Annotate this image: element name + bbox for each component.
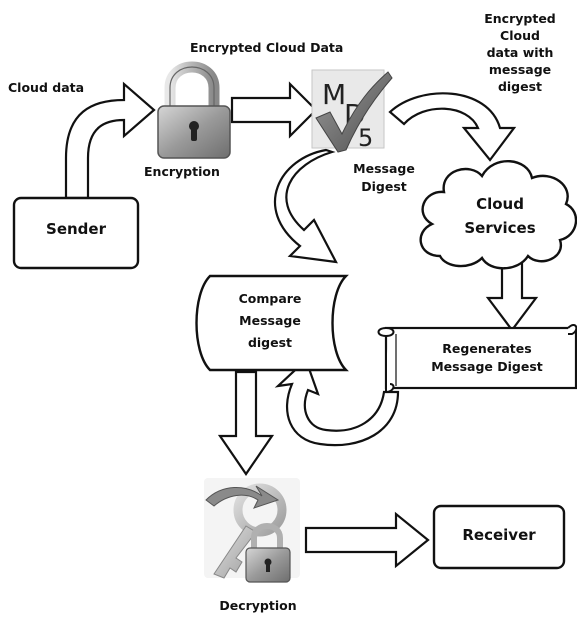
arrow-encryption-to-md5 bbox=[230, 81, 318, 139]
label-line: Digest bbox=[361, 179, 407, 194]
label-line: Cloud bbox=[500, 28, 540, 43]
label-line: digest bbox=[247, 335, 293, 350]
md5-checkmark-icon: M D 5 bbox=[311, 69, 393, 153]
label-line: Message bbox=[239, 313, 301, 328]
label-encryption: Encryption bbox=[144, 164, 220, 179]
sender-box bbox=[12, 196, 140, 270]
arrow-decryption-to-receiver bbox=[304, 511, 430, 569]
padlock-icon bbox=[157, 61, 231, 159]
sender-label: Sender bbox=[46, 220, 106, 238]
label-line: Message Digest bbox=[431, 359, 543, 374]
label-line: Encrypted bbox=[484, 11, 556, 26]
label-encrypted-cloud-data: Encrypted Cloud Data bbox=[190, 40, 344, 55]
arrow-md5-to-cloud bbox=[388, 92, 517, 162]
md5-letter-m: M bbox=[322, 78, 346, 111]
label-line: data with bbox=[486, 45, 554, 60]
arrow-compare-to-decryption bbox=[217, 370, 275, 476]
label-line: Regenerates bbox=[442, 341, 532, 356]
compare-digest-shape bbox=[195, 274, 349, 372]
label-line: Message bbox=[353, 161, 415, 176]
label-line: Compare bbox=[238, 291, 302, 306]
receiver-label: Receiver bbox=[462, 526, 536, 544]
cloud-services-label: Cloud Services bbox=[444, 192, 556, 240]
arrow-sender-to-encryption bbox=[64, 81, 156, 200]
label-line: Services bbox=[464, 219, 536, 237]
label-encrypted-with-digest: Encrypted Cloud data with message digest bbox=[468, 10, 572, 95]
arrow-md5-to-compare bbox=[273, 148, 338, 264]
label-line: digest bbox=[497, 79, 543, 94]
compare-digest-label: Compare Message digest bbox=[210, 288, 330, 354]
md5-letter-5: 5 bbox=[358, 124, 373, 152]
cloud-services-shape bbox=[419, 159, 577, 270]
label-message-digest: Message Digest bbox=[344, 160, 424, 196]
label-line: Cloud bbox=[476, 195, 524, 213]
label-cloud-data: Cloud data bbox=[8, 80, 85, 95]
key-padlock-icon bbox=[204, 478, 300, 583]
arrow-regenerate-to-compare bbox=[274, 358, 400, 447]
label-decryption: Decryption bbox=[219, 598, 297, 613]
regenerate-digest-shape bbox=[377, 324, 577, 394]
regenerate-digest-label: Regenerates Message Digest bbox=[400, 340, 574, 376]
label-line: message bbox=[488, 62, 552, 77]
receiver-box bbox=[432, 504, 566, 570]
